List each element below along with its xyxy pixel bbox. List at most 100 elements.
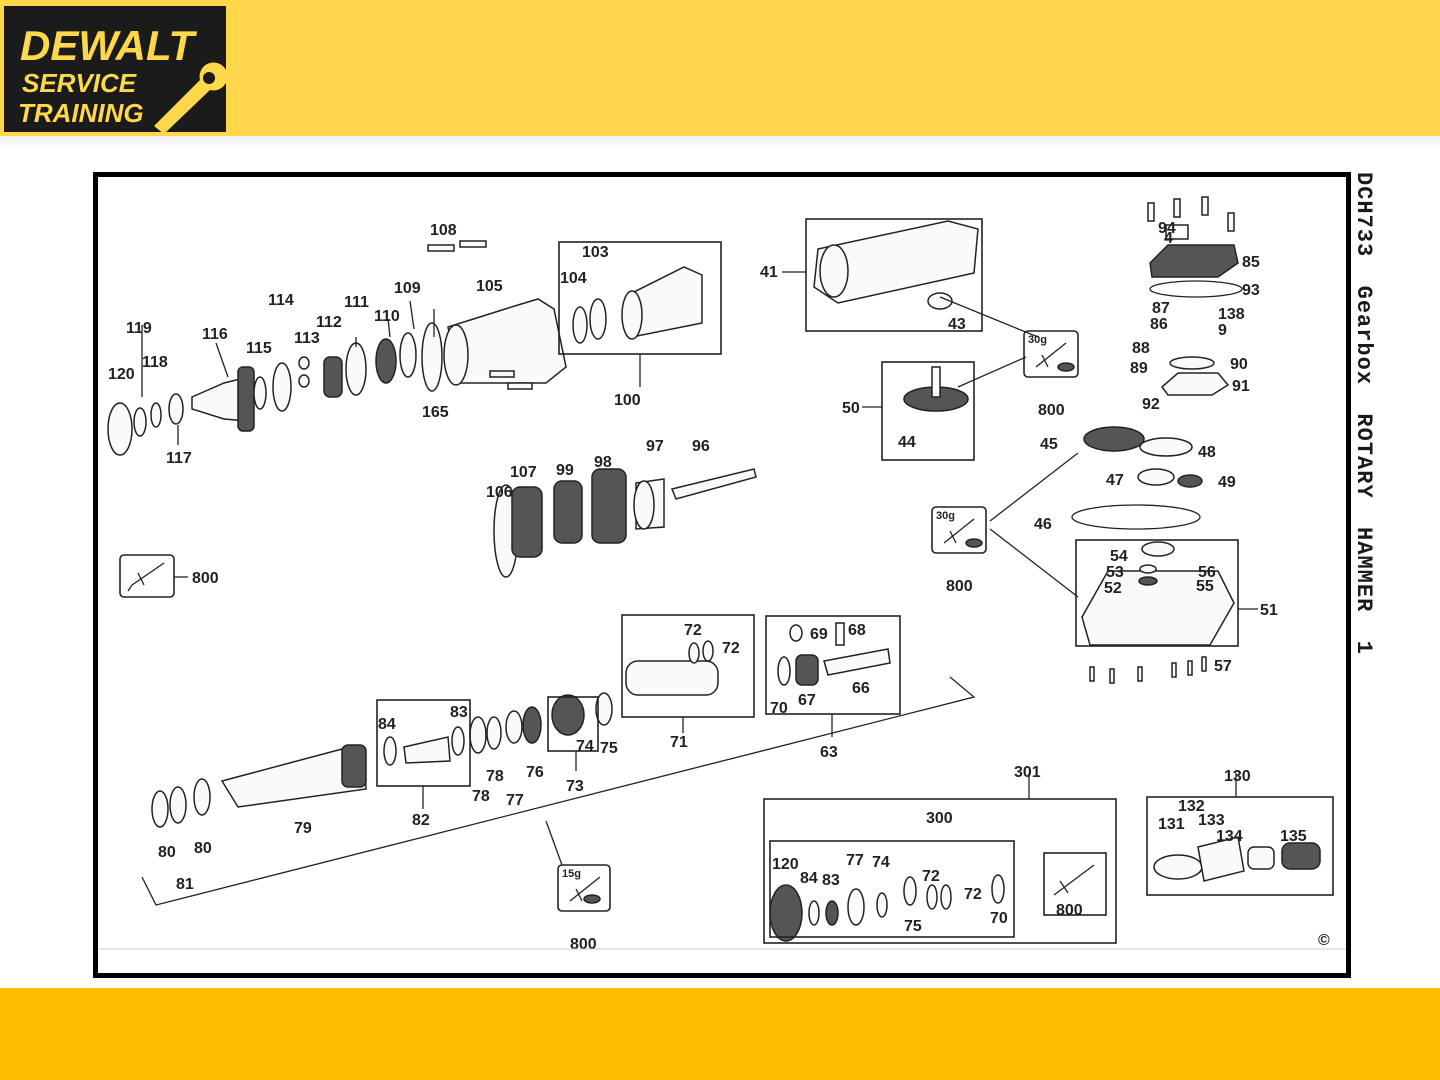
label-43: 43: [948, 316, 966, 333]
grease-label-15g: 15g: [562, 868, 581, 880]
label-76: 76: [526, 764, 544, 781]
label-75-a: 75: [600, 740, 618, 757]
label-80-b: 80: [194, 840, 212, 857]
label-57: 57: [1214, 658, 1232, 675]
label-134: 134: [1216, 828, 1243, 845]
label-9: 9: [1218, 322, 1227, 339]
label-99: 99: [556, 462, 574, 479]
label-41: 41: [760, 264, 778, 281]
label-800-a: 800: [1038, 402, 1065, 419]
header-band: [0, 0, 1440, 137]
label-88: 88: [1132, 340, 1150, 357]
label-132: 132: [1178, 798, 1205, 815]
label-84-b: 84: [800, 870, 818, 887]
label-68: 68: [848, 622, 866, 639]
label-4: 4: [1164, 230, 1173, 247]
label-300: 300: [926, 810, 953, 827]
label-103: 103: [582, 244, 609, 261]
label-108: 108: [430, 222, 457, 239]
label-49: 49: [1218, 474, 1236, 491]
part-drawings: [107, 196, 1321, 942]
label-112: 112: [316, 314, 342, 331]
label-51: 51: [1260, 602, 1278, 619]
header-shadow: [0, 136, 1440, 150]
label-800-d: 800: [570, 936, 597, 953]
label-96: 96: [692, 438, 710, 455]
label-111: 111: [344, 294, 369, 311]
label-80-a: 80: [158, 844, 176, 861]
label-301: 301: [1014, 764, 1041, 781]
grease-gun-icon: [127, 342, 1095, 904]
label-70-a: 70: [770, 700, 788, 717]
label-82: 82: [412, 812, 430, 829]
label-81: 81: [176, 876, 194, 893]
label-138: 138: [1218, 306, 1245, 323]
copyright-symbol: ©: [1318, 932, 1330, 949]
label-63: 63: [820, 744, 838, 761]
label-46: 46: [1034, 516, 1052, 533]
label-66: 66: [852, 680, 870, 697]
label-84-a: 84: [378, 716, 396, 733]
label-72-b: 72: [722, 640, 740, 657]
grease-label-30g-b: 30g: [936, 510, 955, 522]
label-54: 54: [1110, 548, 1128, 565]
label-72-c: 72: [922, 868, 940, 885]
label-55: 55: [1196, 578, 1214, 595]
label-87: 87: [1152, 300, 1170, 317]
label-119: 119: [126, 320, 152, 337]
label-85: 85: [1242, 254, 1260, 271]
label-109: 109: [394, 280, 421, 297]
label-105: 105: [476, 278, 503, 295]
label-72-a: 72: [684, 622, 702, 639]
label-89: 89: [1130, 360, 1148, 377]
label-107: 107: [510, 464, 537, 481]
label-75-b: 75: [904, 918, 922, 935]
label-77-b: 77: [846, 852, 864, 869]
logo-brand-text: DEWALT: [20, 22, 198, 69]
label-83-b: 83: [822, 872, 840, 889]
label-135: 135: [1280, 828, 1307, 845]
label-98: 98: [594, 454, 612, 471]
label-116: 116: [202, 326, 228, 343]
label-79: 79: [294, 820, 312, 837]
label-44: 44: [898, 434, 916, 451]
label-83-a: 83: [450, 704, 468, 721]
logo-line2-text: TRAINING: [18, 98, 144, 128]
label-72-d: 72: [964, 886, 982, 903]
label-118: 118: [142, 354, 168, 371]
label-91: 91: [1232, 378, 1250, 395]
label-53: 53: [1106, 564, 1124, 581]
label-50: 50: [842, 400, 860, 417]
label-120: 120: [108, 366, 135, 383]
boxes-and-leaders: [119, 218, 1334, 944]
label-70-b: 70: [990, 910, 1008, 927]
label-800-e: 800: [1056, 902, 1083, 919]
label-800-b: 800: [192, 570, 219, 587]
label-130: 130: [1224, 768, 1251, 785]
label-78-a: 78: [486, 768, 504, 785]
grease-label-30g-a: 30g: [1028, 334, 1047, 346]
label-113: 113: [294, 330, 320, 347]
label-800-c: 800: [946, 578, 973, 595]
exploded-parts-diagram: 120 119 118 117 116 115 114 113 112 111 …: [93, 172, 1351, 978]
dewalt-service-training-logo: DEWALT SERVICE TRAINING: [4, 6, 226, 132]
label-94: 94: [1158, 220, 1176, 237]
label-92: 92: [1142, 396, 1160, 413]
label-115: 115: [246, 340, 272, 357]
label-69: 69: [810, 626, 828, 643]
label-110: 110: [374, 308, 400, 325]
label-47: 47: [1106, 472, 1124, 489]
label-120-b: 120: [772, 856, 799, 873]
label-67: 67: [798, 692, 816, 709]
label-106: 106: [486, 484, 513, 501]
label-97: 97: [646, 438, 664, 455]
label-73: 73: [566, 778, 584, 795]
label-45: 45: [1040, 436, 1058, 453]
label-90: 90: [1230, 356, 1248, 373]
label-100: 100: [614, 392, 641, 409]
label-74-b: 74: [872, 854, 890, 871]
label-117: 117: [166, 450, 192, 467]
label-114: 114: [268, 292, 294, 309]
label-131: 131: [1158, 816, 1185, 833]
label-48: 48: [1198, 444, 1216, 461]
